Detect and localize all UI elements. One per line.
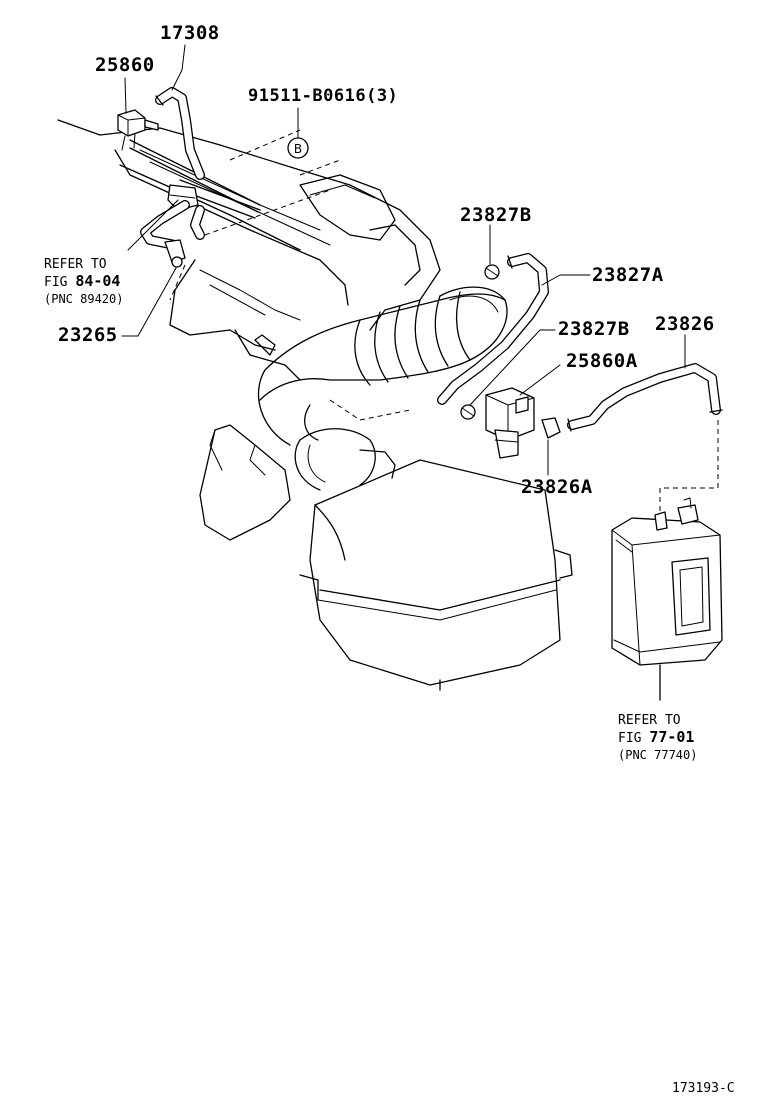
engine-block-drawing — [57, 119, 441, 381]
label-23826: 23826 — [655, 313, 715, 335]
ref-left-line1: REFER TO — [44, 257, 107, 272]
ref-left-fig-number: 84-04 — [75, 272, 121, 290]
hose-23826-drawing — [567, 363, 723, 432]
charcoal-canister-drawing — [611, 497, 723, 701]
ref-note-right: REFER TO FIG 77-01 (PNC 77740) — [618, 712, 697, 764]
clamp-23826a-drawing — [541, 417, 561, 439]
leader-lines — [121, 44, 686, 476]
sensor-bracket-drawing — [140, 184, 205, 268]
ref-note-left: REFER TO FIG 84-04 (PNC 89420) — [44, 256, 123, 308]
label-23827b-mid: 23827B — [558, 318, 630, 340]
resonator-drawing — [199, 424, 291, 541]
ref-left-pnc: (PNC 89420) — [44, 292, 124, 306]
ref-right-fig: FIG 77-01 — [618, 729, 697, 747]
air-cleaner-drawing — [294, 428, 573, 691]
callout-b-text: B — [294, 142, 302, 156]
label-25860: 25860 — [95, 54, 155, 76]
ref-left-fig-prefix: FIG — [44, 275, 68, 290]
label-91511-b0616: 91511-B0616(3) — [248, 86, 399, 106]
label-23265: 23265 — [58, 324, 118, 346]
hose-23827a-drawing — [437, 253, 549, 405]
label-23827a: 23827A — [592, 264, 664, 286]
vsv-25860a-drawing — [485, 387, 535, 459]
hose-17308-drawing — [155, 87, 205, 180]
ref-right-line1: REFER TO — [618, 713, 681, 728]
ref-right-fig-prefix: FIG — [618, 731, 642, 746]
callout-b: B — [287, 137, 309, 159]
ref-left-fig: FIG 84-04 — [44, 273, 123, 291]
hose-to-canister-lead — [659, 420, 719, 515]
label-23827b-top: 23827B — [460, 204, 532, 226]
label-23826a: 23826A — [521, 476, 593, 498]
clamp-23827b-mid-drawing — [460, 404, 476, 420]
clamp-23827b-top-drawing — [484, 264, 500, 280]
vsv-25860-drawing — [117, 109, 159, 151]
intake-duct-drawing — [257, 286, 508, 446]
figure-id: 173193-C — [672, 1081, 735, 1096]
ref-right-pnc: (PNC 77740) — [618, 748, 698, 762]
label-25860a: 25860A — [566, 350, 638, 372]
ref-right-fig-number: 77-01 — [649, 728, 695, 746]
label-17308: 17308 — [160, 22, 220, 44]
